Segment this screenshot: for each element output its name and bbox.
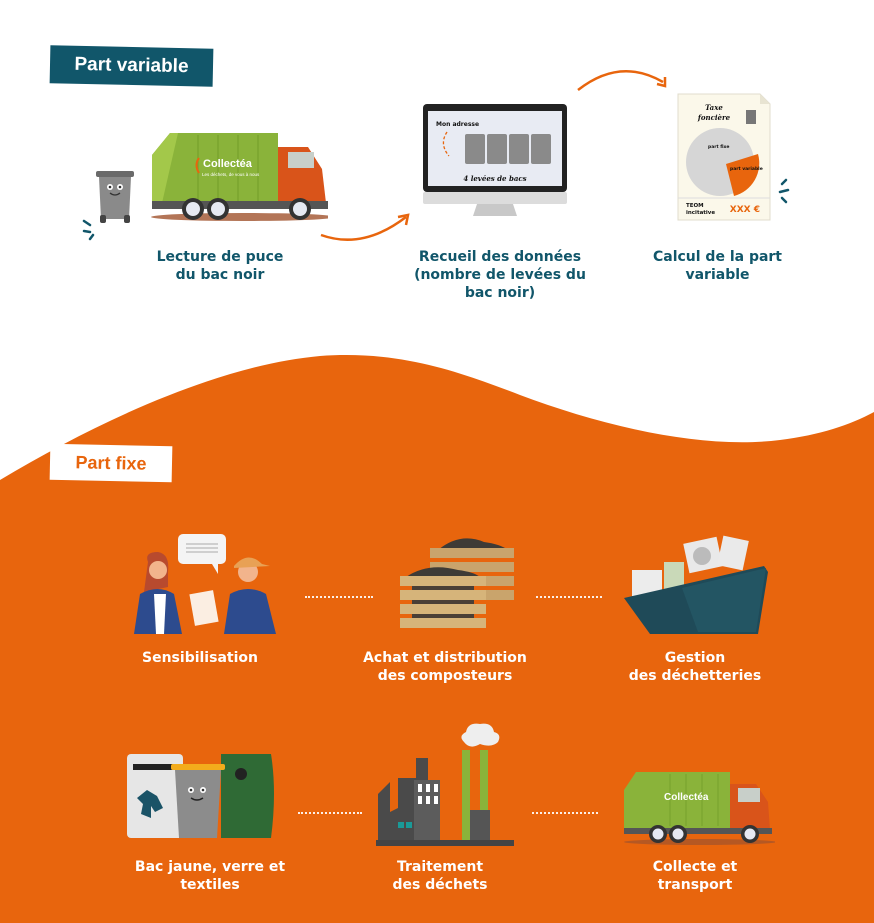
label-dechetteries: Gestion des déchetteries	[628, 650, 762, 684]
tax-title-line2: foncière	[697, 113, 731, 122]
truck-brand: Collectéa	[203, 158, 253, 170]
burst-icon	[82, 219, 95, 241]
arrow-icon	[577, 70, 667, 91]
tax-amount: XXX €	[730, 205, 760, 215]
dotted-connector	[305, 596, 373, 598]
truck-tagline: Les déchets, de vous à nous	[202, 172, 260, 177]
truck-brand: Collectéa	[664, 792, 709, 803]
factory-icon	[376, 722, 514, 848]
pie-part-variable	[726, 154, 760, 196]
tax-document: Taxe foncière part fixe part variable TE…	[674, 92, 794, 222]
step-chip-reading: Collectéa Les déchets, de vous à nous	[78, 125, 328, 245]
garbage-truck-icon: Collectéa Les déchets, de vous à nous	[151, 133, 328, 221]
label-sensibilisation: Sensibilisation	[142, 650, 258, 666]
compost-crates-icon	[400, 532, 518, 638]
step-label-reading: Lecture de puce du bac noir	[156, 249, 284, 283]
label-collecte: Collecte et transport	[652, 859, 738, 893]
tax-footer-line2: incitative	[686, 210, 715, 216]
step-label-data: Recueil des données (nombre de levées du…	[414, 249, 586, 301]
pie-label-fixe: part fixe	[708, 144, 730, 150]
recycling-bins-icon	[125, 752, 280, 842]
tax-title-line1: Taxe	[705, 103, 723, 112]
step-label-calc: Calcul de la part variable	[652, 249, 783, 283]
bin-icon	[746, 110, 756, 124]
bins-row-icon	[465, 134, 551, 164]
monitor-caption: 4 levées de bacs	[463, 174, 526, 183]
dotted-connector	[532, 812, 598, 814]
arrow-icon	[320, 213, 410, 241]
tax-footer-line1: TEOM	[686, 203, 704, 209]
computer-monitor: Mon adresse 4 levées de bacs	[423, 104, 569, 220]
people-conversation-icon	[130, 532, 280, 638]
dotted-connector	[536, 596, 602, 598]
label-bac-jaune: Bac jaune, verre et textiles	[134, 859, 286, 893]
dotted-connector	[298, 812, 362, 814]
black-bin-icon	[96, 171, 134, 223]
part-fixe-badge: Part fixe	[49, 443, 173, 483]
monitor-header: Mon adresse	[436, 121, 479, 128]
garbage-truck-icon-small: Collectéa	[620, 770, 775, 850]
burst-icon	[778, 178, 790, 204]
label-composteurs: Achat et distribution des composteurs	[363, 650, 527, 684]
dumpster-icon	[622, 532, 772, 638]
pie-label-variable: part variable	[730, 166, 763, 172]
part-variable-badge: Part variable	[49, 45, 214, 87]
label-traitement: Traitement des déchets	[392, 859, 488, 893]
